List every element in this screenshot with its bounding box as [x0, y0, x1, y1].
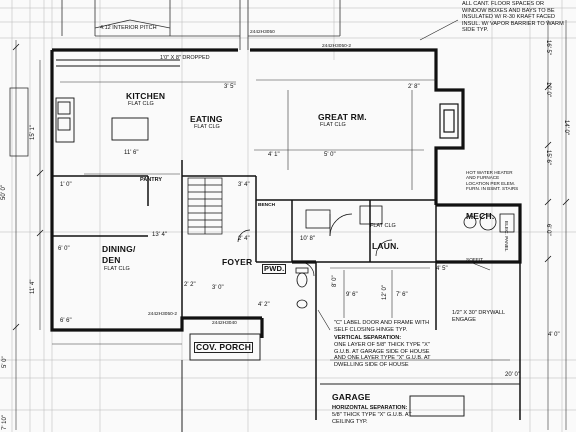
dim-13-4: 13' 4": [152, 232, 167, 238]
dim-4-2: 4' 2": [258, 302, 270, 308]
drywall-note: 1/2" X 30" DRYWALL ENGAGE: [452, 310, 505, 323]
dimension-ticks: [12, 43, 570, 331]
dim-left-5: 5' 0": [2, 356, 8, 368]
dim-right-16: 16' 5": [545, 40, 551, 55]
fireplace: [439, 103, 459, 139]
room-laundry-ceiling: FLAT CLG: [370, 223, 396, 229]
window-tag-1: 2442H3050: [250, 30, 275, 35]
leader-lines: [317, 19, 491, 331]
dim-right-10: 10' 0": [545, 82, 551, 97]
dim-3: 3' 0": [212, 285, 224, 291]
room-dining: DINING/: [102, 244, 136, 254]
dim-left-15: 15' 1": [30, 125, 36, 140]
dim-2-2: 2' 2": [184, 282, 196, 288]
room-den: DEN: [102, 255, 121, 265]
elec-panel-label: ELEC. PANEL: [503, 221, 508, 252]
dim-2-4: 2' 4": [238, 236, 250, 242]
room-garage: GARAGE: [332, 392, 371, 402]
door-frame-note: "C" LABEL DOOR AND FRAME WITH SELF CLOSI…: [334, 320, 430, 333]
interior-pitch-note: 4:12 INTERIOR PITCH: [100, 25, 157, 31]
dropped-soffit-note: 1'0" X 8" DROPPED: [160, 55, 210, 61]
dim-3-4: 3' 4": [238, 182, 250, 188]
window-tag-4: 2442H3040: [212, 321, 237, 326]
horizontal-separation-note: 5/8" THICK TYPE "X" G.U.B. AT CEILING TY…: [332, 412, 412, 425]
dimension-lines: [15, 20, 567, 430]
room-great-room: GREAT RM.: [318, 112, 367, 122]
horizontal-separation-heading: HORIZONTAL SEPARATION:: [332, 405, 408, 411]
upper-structure: [9, 0, 341, 157]
dim-left-7: 7' 10": [2, 415, 8, 430]
room-kitchen-ceiling: FLAT CLG: [128, 101, 154, 107]
bench-label: BENCH: [258, 203, 276, 208]
exterior-walls: [50, 48, 522, 338]
room-mech: MECH.: [466, 211, 495, 221]
dim-11-6: 11' 6": [124, 150, 139, 156]
dim-9-6: 9' 6": [346, 292, 358, 298]
dim-1: 1' 0": [60, 182, 72, 188]
insulation-note: ALL CANT. FLOOR SPACES OR WINDOW BOXES A…: [462, 1, 564, 34]
room-great-room-ceiling: FLAT CLG: [320, 122, 346, 128]
vertical-separation-note: ONE LAYER OF 5/8" THICK TYPE "X" G.U.B. …: [334, 342, 431, 368]
interior-walls: [52, 160, 521, 420]
dim-3-5: 3' 5": [224, 84, 236, 90]
hot-water-note: HOT WATER HEATER AND FURNACE LOCATION PE…: [466, 170, 519, 192]
dim-2-8: 2' 8": [408, 84, 420, 90]
porch-and-garage: [181, 333, 520, 432]
dim-10-8: 10' 8": [300, 236, 315, 242]
dim-7-6: 7' 6": [396, 292, 408, 298]
window-tag-2: 2442H3050-2: [322, 44, 352, 49]
dim-left-50: 50' 0": [1, 185, 7, 200]
dim-right-20: 20' 0": [505, 372, 520, 378]
room-laundry: LAUN.: [372, 241, 399, 251]
soffit-note: SOFFIT: [466, 258, 484, 263]
door-swings: [237, 213, 393, 277]
dim-right-14: 14' 0": [563, 120, 569, 135]
dim-8: 8' 0": [332, 275, 338, 287]
room-dining-ceiling: FLAT CLG: [104, 266, 130, 272]
room-eating: EATING: [190, 114, 223, 124]
dim-right-15: 15' 6": [545, 150, 551, 165]
room-powder: PWD.: [262, 264, 287, 274]
dim-left-11: 11' 4": [30, 279, 36, 294]
room-covered-porch: COV. PORCH: [194, 342, 254, 353]
window-tag-3: 2442H3050-2: [148, 312, 178, 317]
dim-4-1: 4' 1": [268, 152, 280, 158]
dim-12: 12' 0": [382, 285, 388, 300]
dim-6-6: 6' 6": [60, 318, 72, 324]
dim-6: 6' 0": [58, 246, 70, 252]
vertical-separation-heading: VERTICAL SEPARATION:: [334, 335, 402, 341]
dim-right-6: 6' 0": [545, 224, 551, 236]
room-kitchen: KITCHEN: [126, 91, 166, 101]
room-eating-ceiling: FLAT CLG: [194, 124, 220, 130]
room-pantry: PANTRY: [140, 177, 162, 183]
dim-right-4: 4' 0": [548, 332, 560, 338]
stairs: [187, 177, 223, 235]
dim-5: 5' 0": [324, 152, 336, 158]
room-foyer: FOYER: [222, 257, 253, 267]
kitchen-fixtures: [55, 59, 180, 143]
dim-4-5: 4' 5": [436, 266, 448, 272]
